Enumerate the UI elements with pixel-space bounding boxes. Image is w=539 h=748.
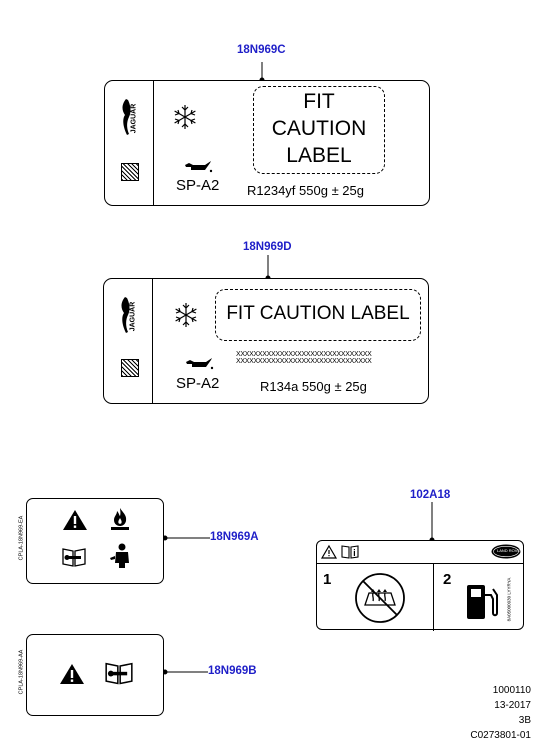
callout-18n969d: 18N969D [243, 241, 292, 253]
hatched-square-icon [121, 359, 139, 377]
jaguar-brand-text: JAGUAR [130, 103, 138, 134]
warning-label-18n969b: CPLA-18N969-AA [18, 634, 164, 716]
service-manual-icon [105, 662, 133, 685]
oil-can-icon [186, 358, 214, 370]
jaguar-leaper-icon [122, 99, 131, 135]
caution-label-18n969d: JAGUAR SP-A2 FIT CAUTION LABEL XXXXXXXXX… [103, 278, 429, 404]
step-number-1: 1 [323, 571, 332, 588]
fuel-pump-icon [467, 585, 498, 619]
callout-18n969a: 18N969A [210, 531, 259, 543]
x-placeholder-line1: XXXXXXXXXXXXXXXXXXXXXXXXXXXXXXX [236, 351, 372, 358]
fit-caution-box [215, 289, 421, 341]
service-manual-icon [62, 548, 86, 567]
brand-divider [153, 81, 154, 205]
warning-triangle-icon [63, 510, 87, 530]
land-rover-logo [491, 544, 521, 559]
fit-caution-box [253, 86, 385, 174]
reference-line3: 3B [518, 715, 531, 726]
no-engine-running-icon [355, 573, 405, 623]
label-side-code: CPLA-18N969-AA [18, 649, 25, 695]
step-number-2: 2 [443, 571, 452, 588]
reference-line4: C0273801-01 [470, 730, 531, 741]
refrigerant-spec-text: R134a 550g ± 25g [260, 379, 367, 394]
reference-line2: 13-2017 [494, 700, 531, 711]
oil-can-icon [185, 161, 213, 173]
warning-triangle-icon [60, 664, 84, 684]
label-side-code: 8A05000930 LYYRYA [506, 577, 512, 622]
callout-18n969c: 18N969C [237, 44, 286, 56]
x-placeholder-line2: XXXXXXXXXXXXXXXXXXXXXXXXXXXXXXX [236, 358, 372, 365]
jaguar-leaper-icon [121, 297, 130, 333]
oil-code-text: SP-A2 [176, 375, 220, 392]
hatched-square-icon [121, 163, 139, 181]
fit-text-line: FIT CAUTION LABEL [226, 303, 410, 324]
fuel-label-102a18: LAND ROVER 1 2 8A05000930 LYYRYA [316, 540, 524, 631]
warning-label-18n969a: CPLA-18N969-EA [18, 498, 164, 584]
brand-divider [152, 279, 153, 403]
snowflake-icon [175, 303, 197, 327]
callout-102a18: 102A18 [410, 489, 451, 501]
drawing-reference: 1000110 13-2017 3B C0273801-01 [470, 683, 531, 743]
jaguar-brand-text: JAGUAR [129, 301, 137, 332]
callout-18n969b: 18N969B [208, 665, 257, 677]
warning-triangle-outline-icon [320, 544, 338, 559]
info-manual-icon [341, 545, 359, 559]
fit-text-line3: LABEL [286, 144, 352, 167]
refrigerant-spec-text: R1234yf 550g ± 25g [247, 183, 364, 198]
fit-text-line1: FIT [303, 90, 335, 113]
reference-line1: 1000110 [492, 685, 531, 696]
oil-code-text: SP-A2 [176, 177, 220, 194]
panel-divider [433, 563, 434, 631]
fit-text-line2: CAUTION [271, 117, 367, 140]
caution-label-18n969c: JAGUAR SP-A2 FIT CAUTION LABEL R1234yf 5… [104, 80, 430, 206]
land-rover-logo-text: LAND ROVER [497, 548, 524, 553]
qualified-technician-icon [110, 543, 129, 568]
header-divider [317, 563, 523, 564]
flammable-icon [111, 508, 129, 530]
snowflake-icon [174, 105, 196, 129]
label-side-code: CPLA-18N969-EA [18, 515, 25, 561]
